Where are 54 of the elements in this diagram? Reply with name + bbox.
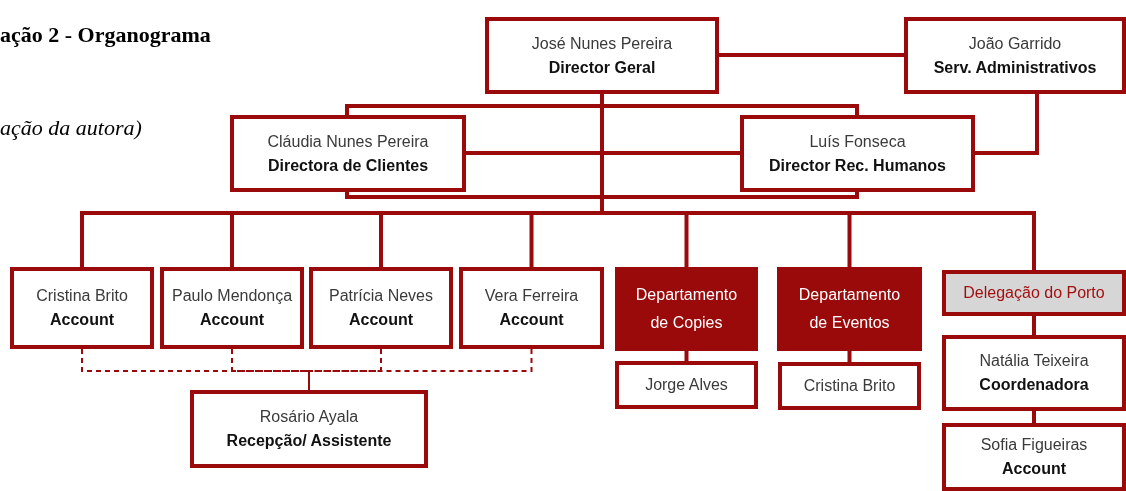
- person-box: [740, 115, 975, 192]
- job-title: Directora de Clientes: [267, 155, 429, 176]
- job-title: Account: [499, 310, 564, 330]
- unit-name: Departamento de Copies: [634, 285, 739, 333]
- person-name: Cristina Brito: [803, 376, 896, 396]
- person-name: Vera Ferreira: [484, 286, 579, 306]
- person-name: Patrícia Neves: [328, 286, 433, 306]
- person-box: [459, 267, 604, 349]
- person-name: Cláudia Nunes Pereira: [267, 131, 429, 152]
- person-name: Paulo Mendonça: [171, 286, 293, 306]
- department-box: [777, 267, 922, 351]
- connector-line: [1032, 316, 1036, 335]
- person-box: [942, 335, 1126, 411]
- person-name: Rosário Ayala: [259, 407, 359, 427]
- person-name: Sofia Figueiras: [980, 435, 1088, 455]
- department-box: [615, 267, 758, 351]
- unit-name: Departamento de Eventos: [797, 285, 902, 333]
- connector-line: [466, 151, 740, 155]
- person-box: [904, 17, 1126, 94]
- figure-title: ação 2 - Organograma: [0, 22, 211, 48]
- connector-line: [847, 351, 852, 362]
- source-note: ação da autora): [0, 115, 142, 141]
- connector-line: [719, 53, 904, 57]
- person-box: [485, 17, 719, 94]
- person-box: [942, 423, 1126, 491]
- person-name: Cristina Brito: [36, 286, 128, 306]
- job-title: Account: [1002, 459, 1066, 479]
- job-title: Account: [349, 310, 413, 330]
- person-box: [309, 267, 453, 349]
- job-title: Serv. Administrativos: [933, 57, 1097, 78]
- connector-line: [1032, 411, 1036, 423]
- person-name: Luís Fonseca: [809, 131, 906, 152]
- person-box: [778, 362, 921, 410]
- job-title: Account: [50, 310, 114, 330]
- job-title: Account: [200, 310, 264, 330]
- connector-line: [684, 351, 689, 361]
- job-title: Director Geral: [548, 57, 656, 78]
- person-box: [615, 361, 758, 409]
- connector-line: [975, 94, 1039, 155]
- job-title: Coordenadora: [979, 375, 1089, 395]
- unit-name: Delegação do Porto: [963, 283, 1105, 303]
- person-name: João Garrido: [968, 33, 1062, 54]
- job-title: Director Rec. Humanos: [769, 155, 946, 176]
- person-box: [10, 267, 154, 349]
- person-name: Jorge Alves: [645, 375, 728, 395]
- person-box: [160, 267, 304, 349]
- person-box: [230, 115, 466, 192]
- job-title: Recepção/ Assistente: [226, 431, 392, 451]
- person-box: [190, 390, 428, 468]
- dashed-connector: [308, 348, 382, 391]
- person-name: José Nunes Pereira: [531, 33, 673, 54]
- person-name: Natália Teixeira: [979, 351, 1089, 371]
- branch-box: [942, 270, 1126, 316]
- dashed-connector: [308, 348, 533, 391]
